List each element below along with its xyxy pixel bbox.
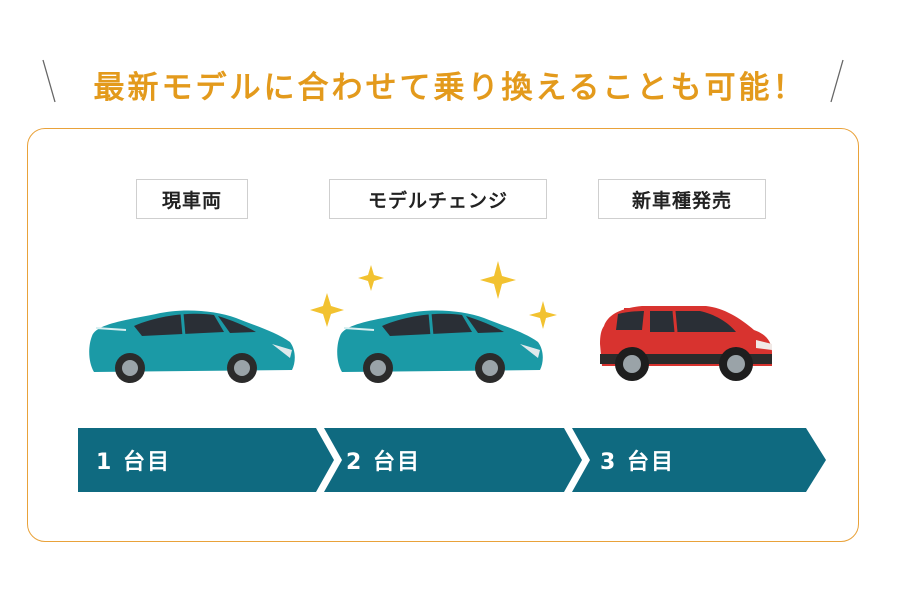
chevron-arrow-icon — [78, 428, 334, 492]
hybrid-car-icon-model-change — [337, 310, 543, 383]
sparkle-icon — [310, 261, 557, 329]
progress-arrow-bar — [78, 428, 826, 492]
headline-area: 最新モデルに合わせて乗り換えることも可能！ — [0, 56, 900, 106]
stage-label-current: 現車両 — [136, 179, 248, 219]
slash-decoration-right — [830, 59, 844, 103]
step-label-first: 1 台目 — [96, 450, 171, 475]
headline-title: 最新モデルに合わせて乗り換えることも可能！ — [93, 70, 807, 106]
chevron-arrow-icon — [324, 428, 582, 492]
hybrid-car-icon — [89, 310, 295, 383]
stage-label-new-model: 新車種発売 — [598, 179, 766, 219]
step-label-second: 2 台目 — [346, 450, 421, 475]
slash-decoration-left — [42, 59, 56, 103]
stage-label-model-change: モデルチェンジ — [329, 179, 547, 219]
chevron-arrow-icon — [572, 428, 826, 492]
suv-car-icon — [600, 306, 772, 381]
step-label-third: 3 台目 — [600, 450, 675, 475]
